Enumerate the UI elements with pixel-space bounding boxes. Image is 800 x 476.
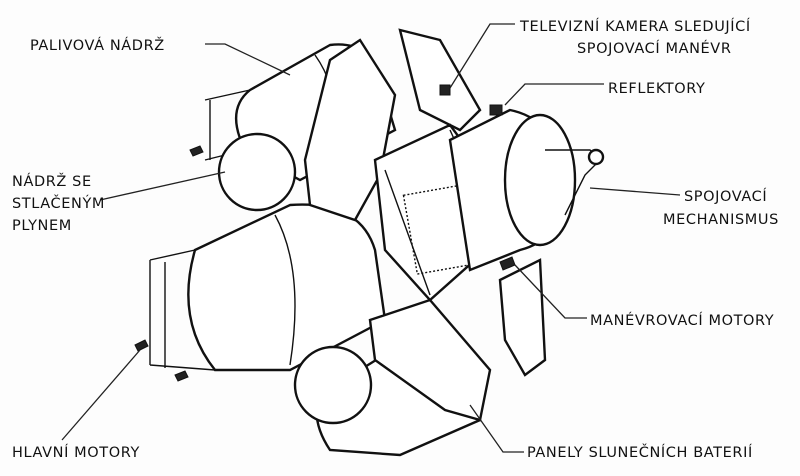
leader-docking	[589, 187, 681, 196]
maneuver-engines	[499, 256, 516, 271]
solar-panel-right	[398, 28, 482, 132]
label-tv-camera-line2: SPOJOVACÍ MANÉVR	[577, 40, 732, 57]
label-tv-camera-line1: TELEVIZNÍ KAMERA SLEDUJÍCÍ	[519, 18, 751, 35]
gas-sphere-upper	[217, 132, 297, 212]
tv-camera	[439, 84, 451, 96]
reflector	[489, 104, 503, 116]
leader-tv-camera	[449, 23, 515, 89]
leader-fuel-tank	[205, 43, 291, 76]
leader-main-engines	[61, 349, 141, 441]
label-maneuver-engines: MANÉVROVACÍ MOTORY	[590, 312, 774, 329]
leader-reflectors	[504, 83, 604, 106]
solar-panel-upper	[303, 38, 397, 222]
lower-fuel-tank	[149, 203, 387, 372]
main-engines	[134, 145, 204, 382]
label-main-engines: HLAVNÍ MOTORY	[12, 444, 140, 461]
label-gas-tank-line2: STLAČENÝM	[12, 194, 105, 212]
leader-solar-panels	[469, 404, 524, 453]
label-solar-panels: PANELY SLUNEČNÍCH BATERIÍ	[527, 443, 753, 461]
docking-mechanism	[448, 108, 605, 272]
label-reflectors: REFLEKTORY	[608, 81, 705, 97]
leader-gas-tank	[99, 171, 226, 201]
label-docking-line1: SPOJOVACÍ	[684, 188, 767, 205]
label-fuel-tank: PALIVOVÁ NÁDRŽ	[30, 36, 165, 54]
label-docking-line2: MECHANISMUS	[663, 212, 779, 228]
leader-maneuver	[514, 264, 587, 319]
label-gas-tank-line1: NÁDRŽ SE	[12, 172, 92, 190]
solar-panel-side	[498, 258, 547, 377]
gas-sphere-lower	[293, 345, 373, 425]
label-gas-tank-line3: PLYNEM	[12, 218, 72, 234]
